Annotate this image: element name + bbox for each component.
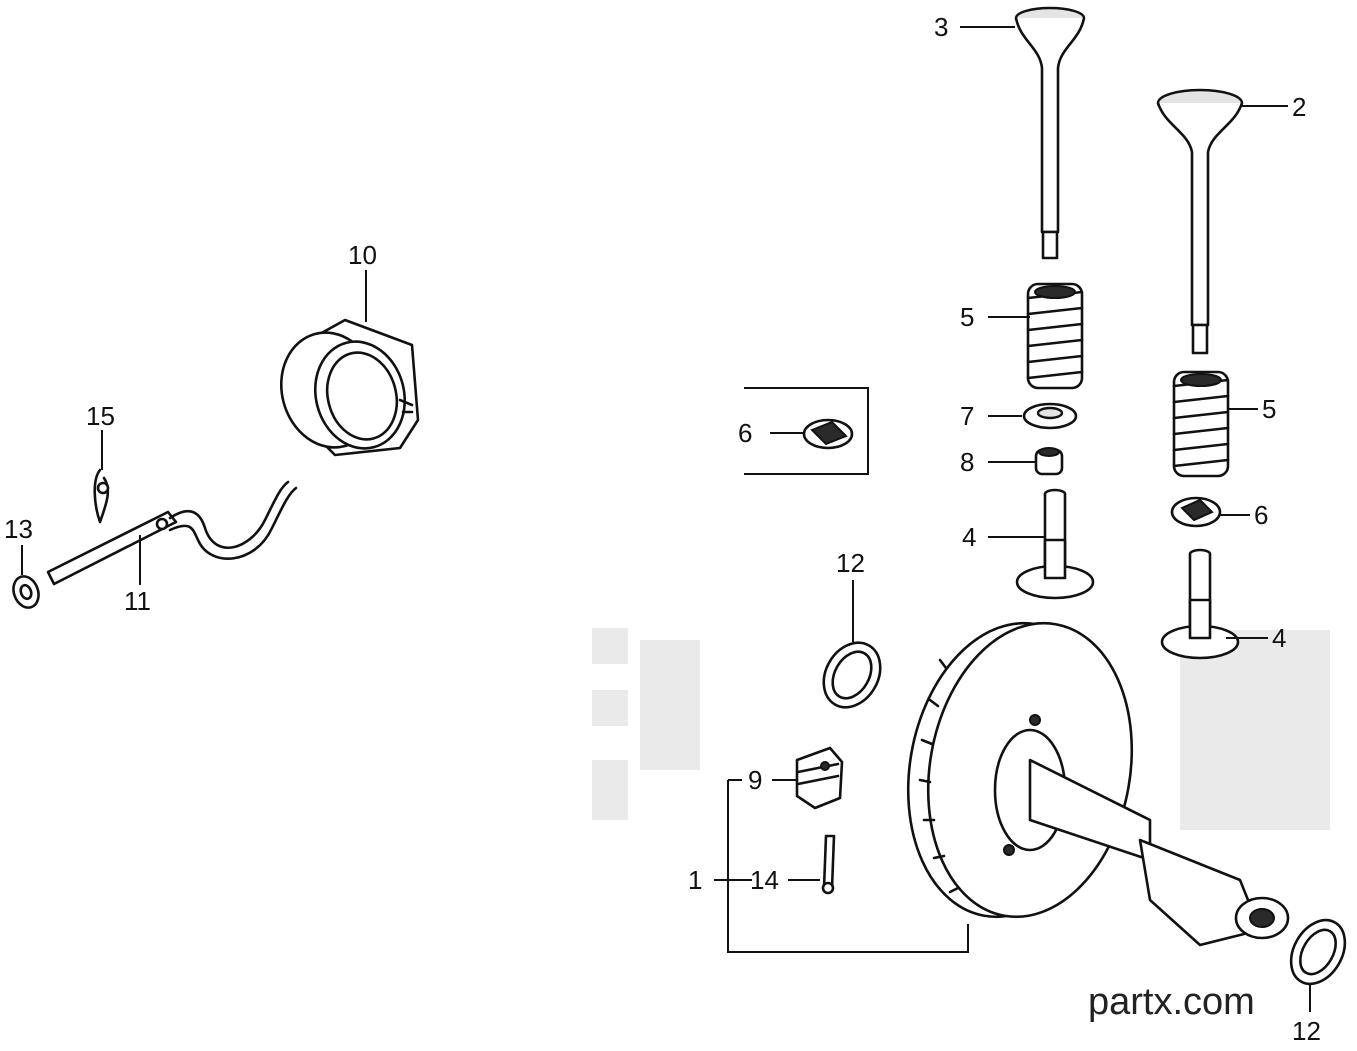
part-12-washer-lower [1289, 918, 1347, 986]
part-5-spring-upper [1026, 282, 1084, 390]
callout-9: 9 [748, 765, 762, 795]
part-7-retainer [1022, 402, 1078, 430]
part-12-washer-upper [822, 641, 882, 709]
part-8-collar [1034, 447, 1064, 476]
callout-4-upper: 4 [962, 522, 976, 552]
part-11-lever [46, 480, 298, 586]
callout-5-upper: 5 [960, 302, 974, 332]
callout-7: 7 [960, 401, 974, 431]
callout-5-lower: 5 [1262, 394, 1276, 424]
callout-10: 10 [348, 240, 377, 270]
part-9-weight [795, 746, 844, 810]
part-2-valve [1156, 88, 1244, 355]
callout-3: 3 [934, 12, 948, 42]
callout-6-lower: 6 [1254, 500, 1268, 530]
callout-12-upper: 12 [836, 548, 865, 578]
callout-labels: 3 2 10 5 5 15 7 6 8 6 13 4 12 11 4 9 1 1… [4, 12, 1321, 1046]
part-13-washer [12, 575, 40, 609]
callout-13: 13 [4, 514, 33, 544]
part-6-retainer-lower [1170, 496, 1222, 528]
callout-6-boxed: 6 [738, 418, 752, 448]
callout-4-lower: 4 [1272, 623, 1286, 653]
background-watermark-pattern [592, 628, 1330, 830]
part-14-pin [821, 834, 836, 895]
callout-14: 14 [750, 865, 779, 895]
part-4-tappet-upper [1015, 488, 1095, 600]
part-4-tappet-lower [1160, 548, 1240, 660]
callout-12-lower: 12 [1292, 1016, 1321, 1046]
part-5-spring-lower [1172, 370, 1230, 478]
part-10-sleeve [279, 318, 420, 457]
watermark-text: partx.com [1088, 981, 1255, 1023]
part-3-valve [1014, 6, 1086, 260]
callout-2: 2 [1292, 92, 1306, 122]
callout-11: 11 [124, 586, 151, 616]
part-15-clip [93, 468, 110, 524]
part-6-boxed-retainer [744, 387, 869, 475]
callout-8: 8 [960, 447, 974, 477]
part-1-camshaft [906, 621, 1290, 947]
callout-15: 15 [86, 401, 115, 431]
callout-1: 1 [688, 865, 702, 895]
